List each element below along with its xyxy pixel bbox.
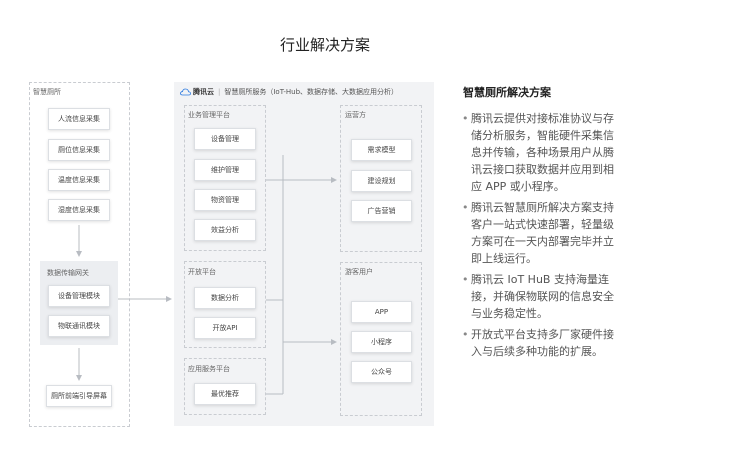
cloud-header: 腾讯云 | 智慧厕所服务（IoT-Hub、数据存储、大数据应用分析） <box>180 86 398 98</box>
solution-point-text: 腾讯云 IoT HuB 支持海量连接，并确保物联网的信息安全与业务稳定性。 <box>471 273 614 320</box>
cloud-icon <box>180 88 191 96</box>
app-service-zone <box>184 358 266 415</box>
collect-box-humidity: 湿度信息采集 <box>48 199 110 221</box>
visitor-zone <box>340 262 422 416</box>
cloud-header-text: 智慧厕所服务（IoT-Hub、数据存储、大数据应用分析） <box>224 88 399 96</box>
bullet-dot: • <box>462 112 469 125</box>
visitor-box-app: APP <box>351 301 412 323</box>
open-box-data-analysis: 数据分析 <box>194 287 256 309</box>
open-platform-zone <box>184 261 266 348</box>
business-box-supplies: 物资管理 <box>194 189 256 211</box>
solution-point-text: 腾讯云智慧厕所解决方案支持客户一站式快速部署，轻量级方案可在一天内部署完毕并立即… <box>471 201 614 265</box>
solution-point: •开放式平台支持多厂家硬件接入与后续多种功能的扩展。 <box>462 326 622 360</box>
bullet-dot: • <box>462 201 469 214</box>
open-box-api: 开放API <box>194 317 256 339</box>
app-service-box-recommend: 最优推荐 <box>194 383 256 405</box>
solution-point: •腾讯云智慧厕所解决方案支持客户一站式快速部署，轻量级方案可在一天内部署完毕并立… <box>462 199 622 267</box>
business-box-device: 设备管理 <box>194 128 256 150</box>
gateway-box-iot-comm: 物联通讯模块 <box>48 315 110 337</box>
solution-title: 智慧厕所解决方案 <box>463 86 551 99</box>
page-title: 行业解决方案 <box>279 36 370 54</box>
visitor-zone-label: 游客用户 <box>345 268 373 276</box>
gateway-label: 数据传输网关 <box>47 269 89 277</box>
smart-toilet-zone <box>29 82 130 427</box>
front-guide-screen-box: 厕所前端引导屏幕 <box>46 385 112 407</box>
bullet-dot: • <box>462 273 469 286</box>
visitor-box-mini-program: 小程序 <box>351 331 412 353</box>
business-box-maintenance: 维护管理 <box>194 159 256 181</box>
operator-zone <box>340 105 422 252</box>
solution-point: •腾讯云 IoT HuB 支持海量连接，并确保物联网的信息安全与业务稳定性。 <box>462 271 622 322</box>
app-service-label: 应用服务平台 <box>188 365 230 373</box>
smart-toilet-zone-label: 智慧厕所 <box>33 88 61 96</box>
solution-point-text: 腾讯云提供对接标准协议与存储分析服务，智能硬件采集信息并传输，各种场景用户从腾讯… <box>471 112 614 193</box>
bullet-dot: • <box>462 328 469 341</box>
collect-box-temperature: 温度信息采集 <box>48 169 110 191</box>
cloud-brand: 腾讯云 <box>193 88 214 96</box>
visitor-box-official-account: 公众号 <box>351 361 412 383</box>
operator-box-planning: 建设规划 <box>351 170 412 192</box>
operator-zone-label: 运营方 <box>345 111 366 119</box>
business-zone <box>184 105 266 251</box>
collect-box-stall: 厕位信息采集 <box>48 139 110 161</box>
gateway-box-device-mgmt: 设备管理模块 <box>48 285 110 307</box>
operator-box-demand-model: 需求模型 <box>351 139 412 161</box>
solution-point-text: 开放式平台支持多厂家硬件接入与后续多种功能的扩展。 <box>471 328 614 358</box>
solution-point: •腾讯云提供对接标准协议与存储分析服务，智能硬件采集信息并传输，各种场景用户从腾… <box>462 110 622 195</box>
open-platform-label: 开放平台 <box>188 268 216 276</box>
header-separator: | <box>218 88 221 96</box>
business-box-benefit: 效益分析 <box>194 219 256 241</box>
solution-list: •腾讯云提供对接标准协议与存储分析服务，智能硬件采集信息并传输，各种场景用户从腾… <box>462 110 622 364</box>
business-zone-label: 业务管理平台 <box>188 111 230 119</box>
operator-box-ad-marketing: 广告营销 <box>351 200 412 222</box>
collect-box-people-flow: 人流信息采集 <box>48 108 110 130</box>
